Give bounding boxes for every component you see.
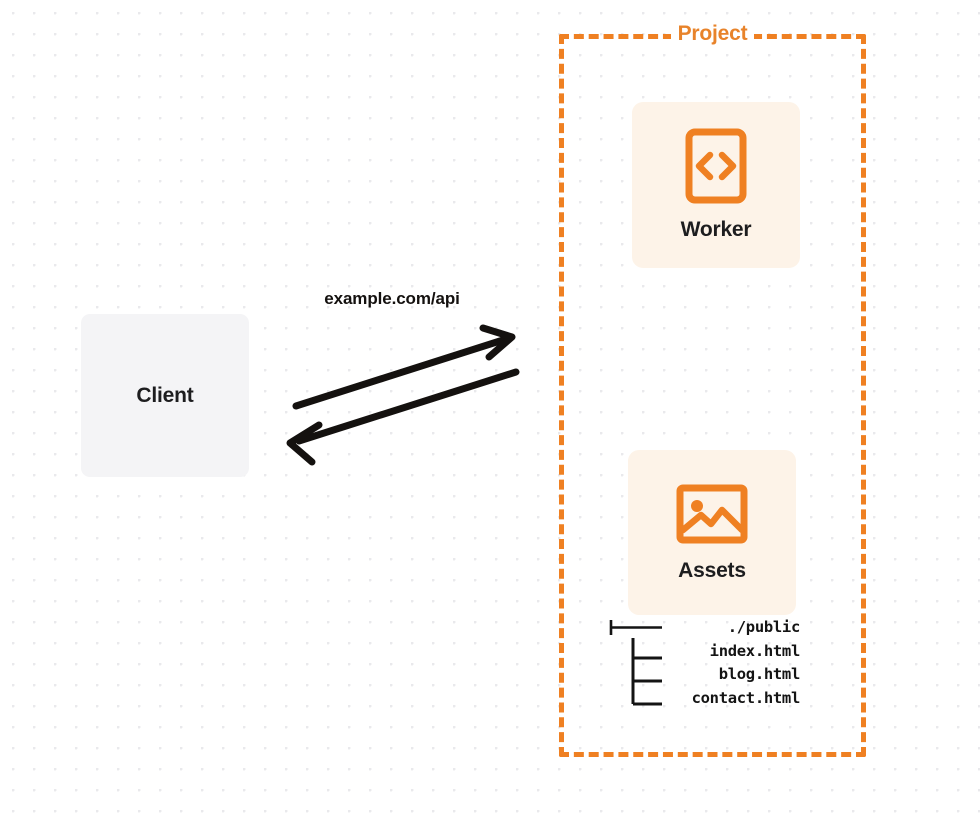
edge-request-arrow: [292, 324, 516, 410]
node-assets-label: Assets: [678, 558, 746, 582]
assets-file-tree: ./public index.html blog.html contact.ht…: [600, 616, 805, 708]
file-tree-row: blog.html: [718, 665, 801, 683]
edge-response-arrow: [286, 368, 520, 466]
node-client-label: Client: [136, 383, 194, 407]
node-worker[interactable]: Worker: [632, 102, 800, 268]
node-client[interactable]: Client: [81, 314, 249, 477]
node-worker-label: Worker: [680, 218, 752, 241]
file-tree-row: ./public: [727, 618, 801, 636]
edge-request-label: example.com/api: [324, 289, 460, 308]
file-tree-row: contact.html: [691, 688, 801, 707]
file-tree-connectors: [609, 620, 662, 706]
file-tree-entries: ./public index.html blog.html contact.ht…: [600, 616, 801, 710]
image-picture-icon: [676, 483, 748, 545]
file-tree-row: index.html: [709, 641, 801, 660]
code-brackets-icon: [685, 128, 747, 204]
node-assets[interactable]: Assets: [628, 450, 796, 615]
